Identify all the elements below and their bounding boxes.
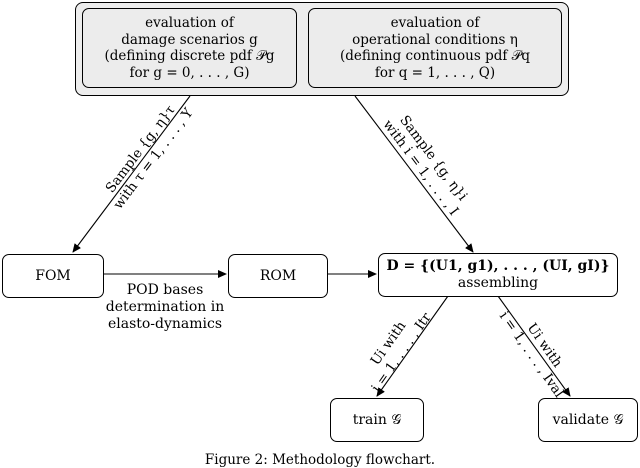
arrow-sample-to-fom: [72, 95, 191, 253]
validate-label: validate 𝒢: [552, 411, 624, 428]
operational-line3: (defining continuous pdf 𝒫q: [339, 48, 531, 64]
train-box: train 𝒢: [330, 398, 424, 442]
arrow-dataset-to-train: [376, 295, 449, 397]
operational-line2: operational conditions η: [352, 31, 518, 48]
dataset-line1: D = {(U1, g1), . . . , (UI, gI)}: [386, 258, 610, 274]
pod-line1: POD bases: [126, 282, 204, 298]
pod-line2: determination in: [105, 299, 225, 315]
operational-line4: for q = 1, . . . , Q): [374, 64, 496, 81]
figure-caption: Figure 2: Methodology flowchart.: [204, 452, 436, 468]
train-label: train 𝒢: [352, 411, 402, 428]
arrow-sample-to-dataset: [354, 95, 474, 253]
operational-conditions-box: evaluation of operational conditions η (…: [308, 8, 562, 88]
fom-box: FOM: [2, 254, 104, 298]
arrow-dataset-to-validate: [497, 295, 571, 397]
dataset-box: D = {(U1, g1), . . . , (UI, gI)} assembl…: [378, 253, 618, 297]
damage-line3: (defining discrete pdf 𝒫g: [104, 48, 275, 64]
damage-line2: damage scenarios g: [121, 31, 258, 48]
fom-label: FOM: [35, 267, 71, 284]
pod-line3: elasto-dynamics: [107, 316, 223, 332]
dataset-line2: assembling: [457, 275, 539, 291]
operational-line1: evaluation of: [390, 15, 480, 31]
rom-box: ROM: [228, 254, 328, 298]
rom-label: ROM: [259, 267, 297, 284]
damage-scenarios-box: evaluation of damage scenarios g (defini…: [82, 8, 297, 88]
validate-box: validate 𝒢: [538, 398, 638, 442]
damage-line1: evaluation of: [145, 15, 234, 31]
pod-label: POD bases determination in elasto-dynami…: [100, 282, 230, 333]
damage-line4: for g = 0, . . . , G): [129, 64, 250, 81]
